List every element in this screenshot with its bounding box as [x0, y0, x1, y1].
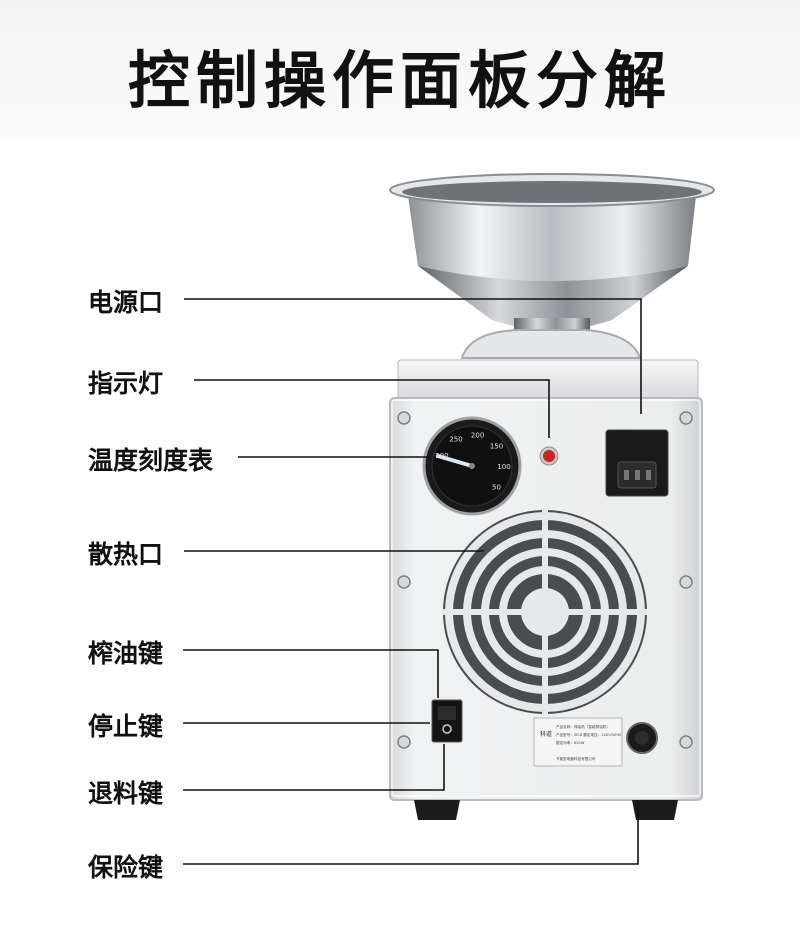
leader-indicator: [194, 379, 550, 438]
nameplate-line: 节能型电器科技有限公司: [556, 756, 596, 761]
dial-needle: [436, 454, 474, 468]
nameplate-line: 额定功率：620W: [556, 740, 585, 745]
leader-power: [184, 298, 642, 414]
dial-tick-label: 100: [497, 463, 510, 471]
leader-fuse: [183, 800, 639, 865]
callout-thermometer-label: 温度刻度表: [88, 446, 214, 475]
callout-press-label: 榨油键: [88, 639, 164, 668]
nameplate-line: 产品名称：榨油机（智能榨油机）: [556, 724, 610, 729]
power-socket[interactable]: [605, 429, 669, 497]
screw-icons: [397, 411, 693, 749]
callout-vent-label: 散热口: [88, 540, 164, 569]
callout-return-label: 退料键: [88, 779, 164, 808]
header-band: [0, 0, 800, 140]
indicator-light: [539, 446, 559, 466]
hopper-bowl: [389, 173, 715, 359]
callout-leader-lines: [183, 298, 642, 865]
temperature-dial[interactable]: 30025020015010050: [422, 416, 522, 516]
nameplate-line: 产品型号：SR-B 额定电压：220V/50HZ: [556, 732, 622, 737]
fuse-holder[interactable]: [626, 722, 658, 754]
callout-indicator-label: 指示灯: [88, 369, 164, 398]
fan-vent-grille: [443, 510, 647, 714]
page-title: 控制操作面板分解: [127, 44, 672, 117]
callout-fuse-label: 保险键: [88, 853, 164, 882]
leader-return: [183, 744, 445, 791]
rocker-switch[interactable]: [431, 699, 463, 743]
dial-tick-label: 200: [471, 432, 484, 440]
nameplate: 科道 产品名称：榨油机（智能榨油机） 产品型号：SR-B 额定电压：220V/50…: [533, 717, 623, 767]
callout-power-label: 电源口: [88, 288, 164, 317]
dial-tick-label: 250: [449, 435, 462, 443]
dial-tick-label: 50: [492, 484, 501, 492]
callout-stop-label: 停止键: [88, 712, 164, 741]
leader-press: [183, 649, 439, 698]
dial-tick-label: 150: [490, 442, 503, 450]
nameplate-brand: 科道: [540, 730, 552, 738]
